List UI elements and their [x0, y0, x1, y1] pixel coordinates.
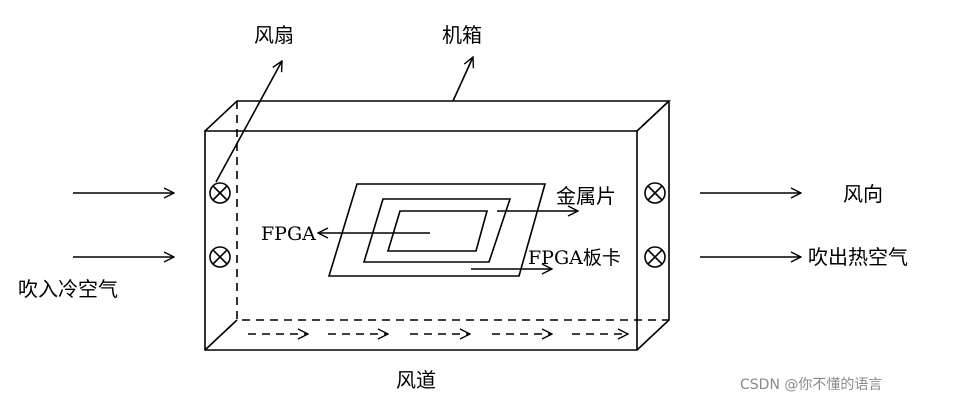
- label-chassis: 机箱: [442, 23, 482, 47]
- chassis-pointer-arrow: [452, 57, 473, 102]
- metal-sheet-outline: [362, 198, 512, 263]
- chassis-hidden-edge-top: [236, 101, 669, 321]
- label-cold-air-in: 吹入冷空气: [18, 277, 118, 301]
- fan-left-bottom-icon: [209, 246, 231, 268]
- label-metal-sheet: 金属片: [556, 184, 616, 208]
- fan-left-top-icon: [209, 182, 231, 204]
- watermark: CSDN @你不懂的语言: [740, 377, 882, 393]
- chassis-right-face: [636, 101, 670, 351]
- chassis-top-face: [204, 100, 672, 132]
- fpga-chip-outline: [386, 210, 489, 252]
- fan-right-bottom-icon: [644, 246, 666, 268]
- fan-right-top-icon: [644, 182, 666, 204]
- label-air-duct: 风道: [396, 368, 436, 392]
- fpga-board-outline: [327, 183, 547, 277]
- label-fan: 风扇: [254, 23, 294, 47]
- label-hot-air-out: 吹出热空气: [808, 245, 908, 269]
- chassis-bottom-left-edge: [204, 319, 238, 351]
- label-fpga: FPGA: [261, 223, 316, 245]
- label-wind-direction: 风向: [843, 182, 883, 206]
- label-fpga-board: FPGA板卡: [528, 247, 621, 269]
- chassis-hidden-edge-back: [636, 100, 670, 132]
- fan-pointer-arrow: [215, 61, 282, 183]
